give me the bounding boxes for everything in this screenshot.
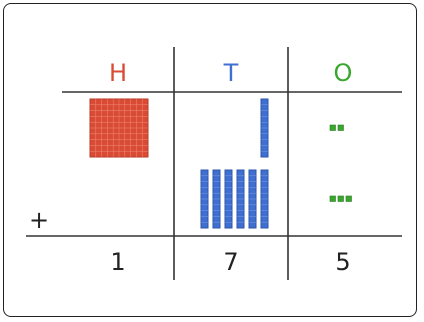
one-unit-block (338, 125, 344, 131)
result-ones: 5 (335, 248, 350, 276)
header-ones: O (334, 59, 353, 87)
result-hundreds: 1 (110, 248, 125, 276)
plus-operator: + (29, 206, 49, 234)
header-tens: T (223, 59, 239, 87)
one-unit-block (338, 196, 344, 202)
header-hundreds: H (109, 59, 127, 87)
one-unit-block (346, 196, 352, 202)
one-unit-block (330, 196, 336, 202)
result-tens: 7 (223, 248, 238, 276)
base-ten-blocks (90, 99, 352, 228)
one-unit-block (330, 125, 336, 131)
